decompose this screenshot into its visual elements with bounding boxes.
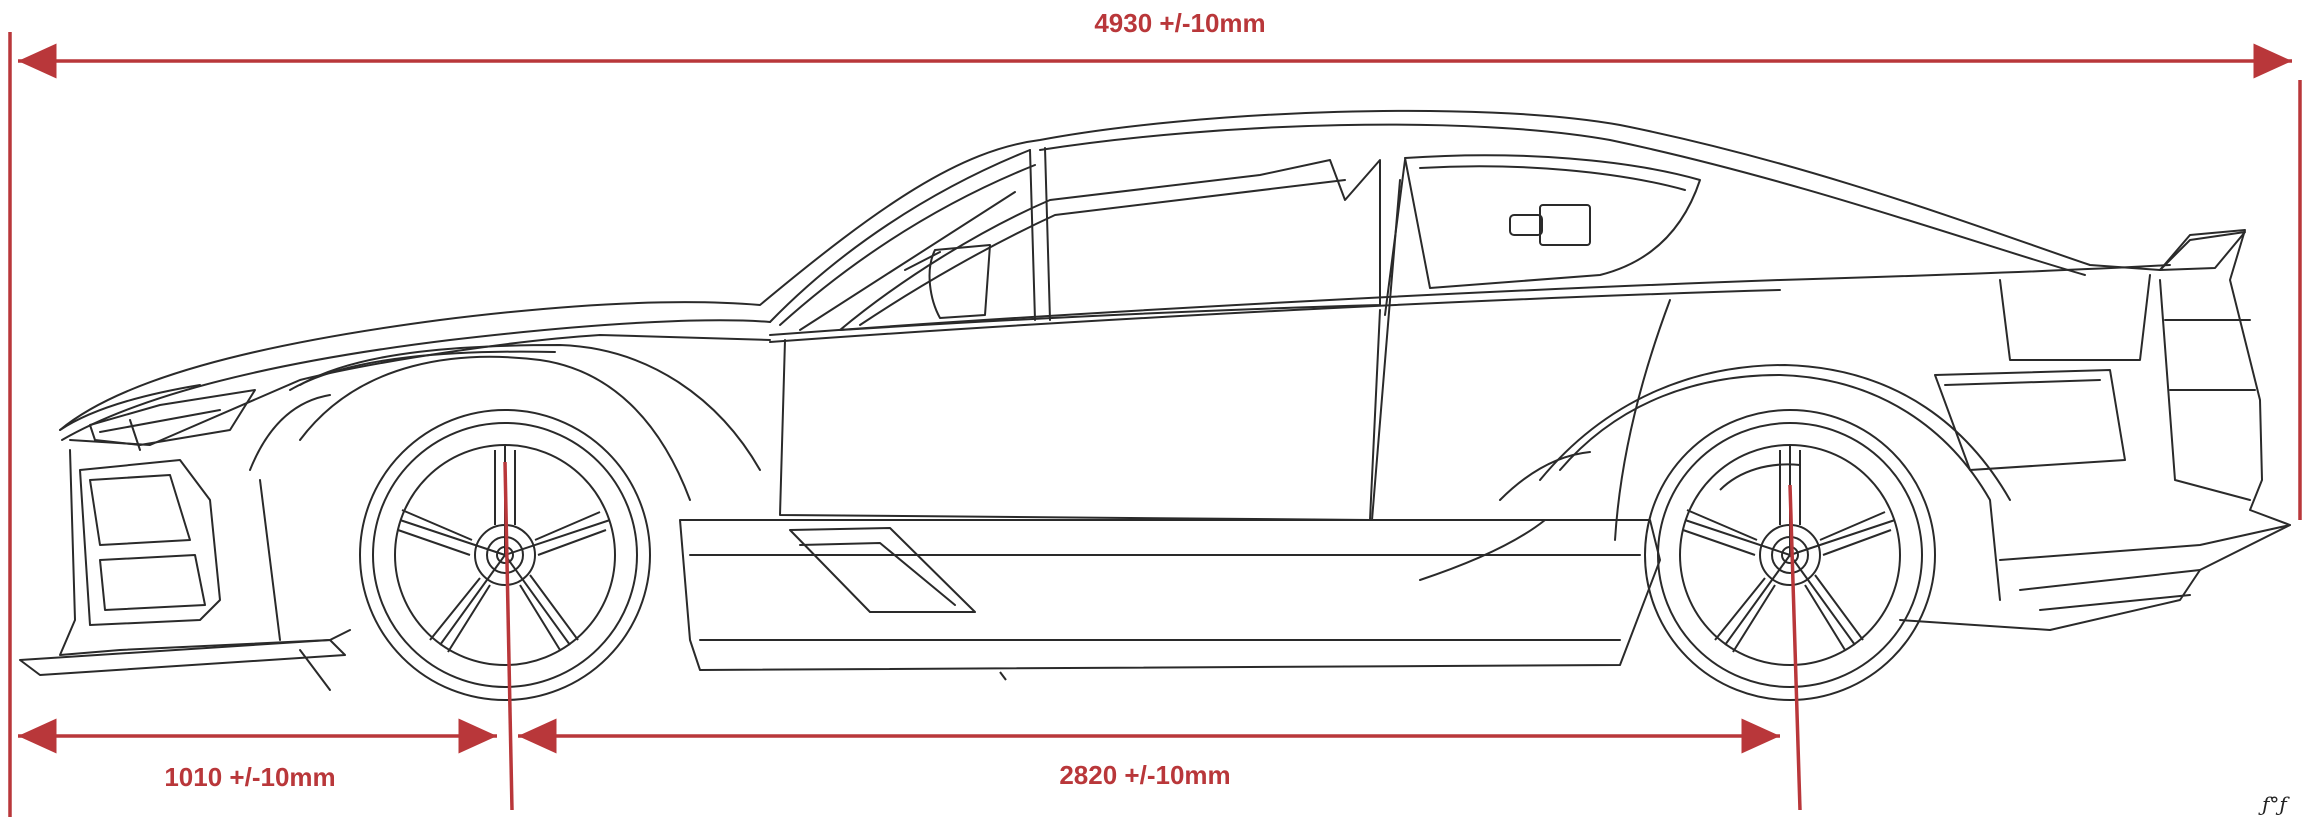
front-overhang-label: 1010 +/-10mm [164,762,336,792]
car-body [19,109,2291,691]
overall-length-label: 4930 +/-10mm [1094,8,1266,38]
dimension-lines [8,32,2302,817]
front-wheel [359,409,651,701]
rear-axle-line [1788,484,1802,811]
wheelbase-label: 2820 +/-10mm [1059,760,1231,790]
ground-shadow [999,671,1007,681]
front-axle-line [503,461,514,811]
rear-wheel [1644,409,1936,701]
brand-logo: ƒ°ƒ [2262,792,2287,816]
